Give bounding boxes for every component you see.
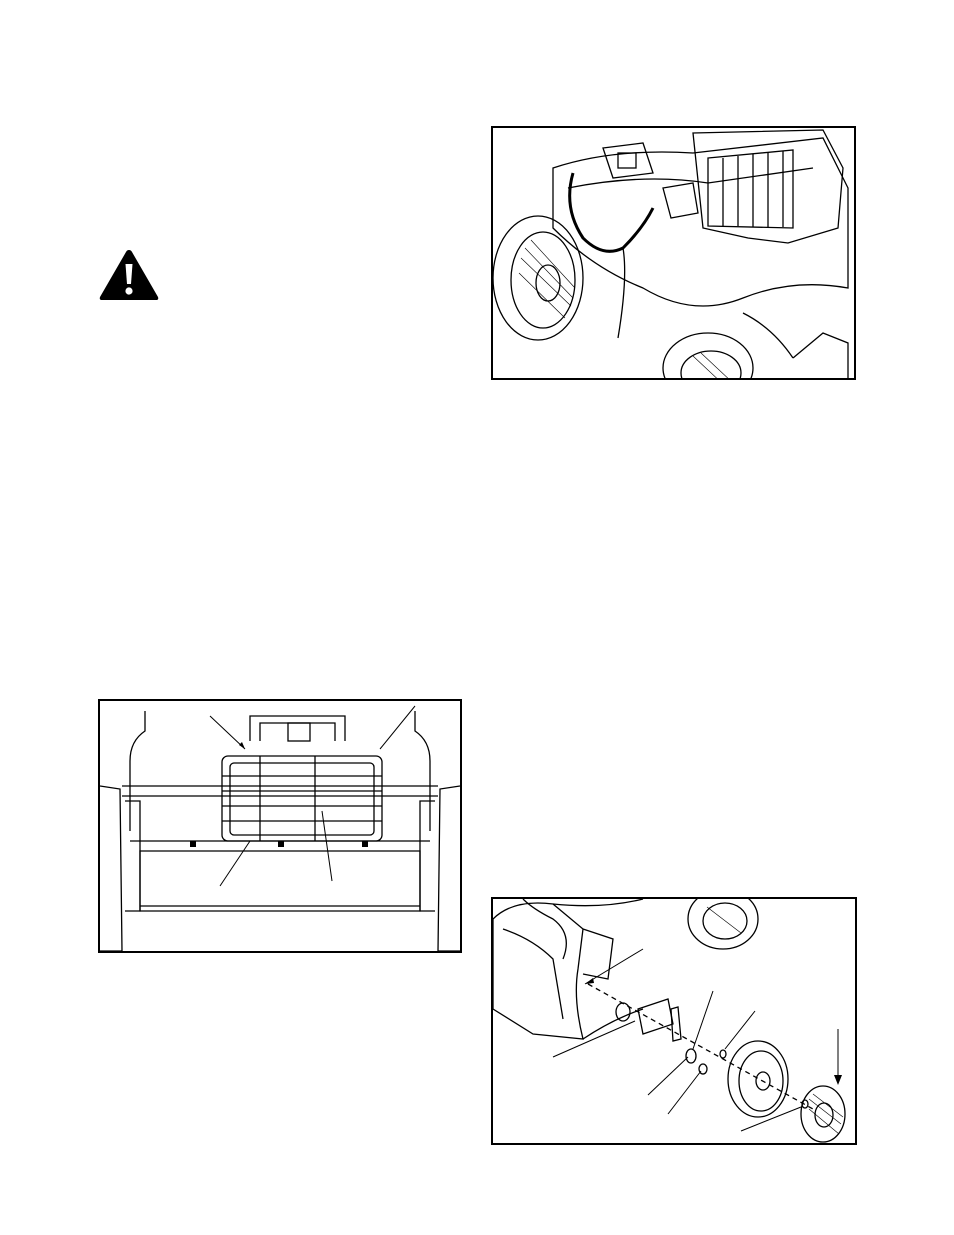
rear-frame-illustration [100, 701, 460, 951]
figure-wheel-assembly [491, 897, 857, 1145]
figure-engine-cable [491, 126, 856, 380]
wheel-assembly-illustration [493, 899, 855, 1143]
warning-triangle-icon [98, 248, 160, 302]
engine-cable-illustration [493, 128, 854, 378]
figure-rear-frame [98, 699, 462, 953]
